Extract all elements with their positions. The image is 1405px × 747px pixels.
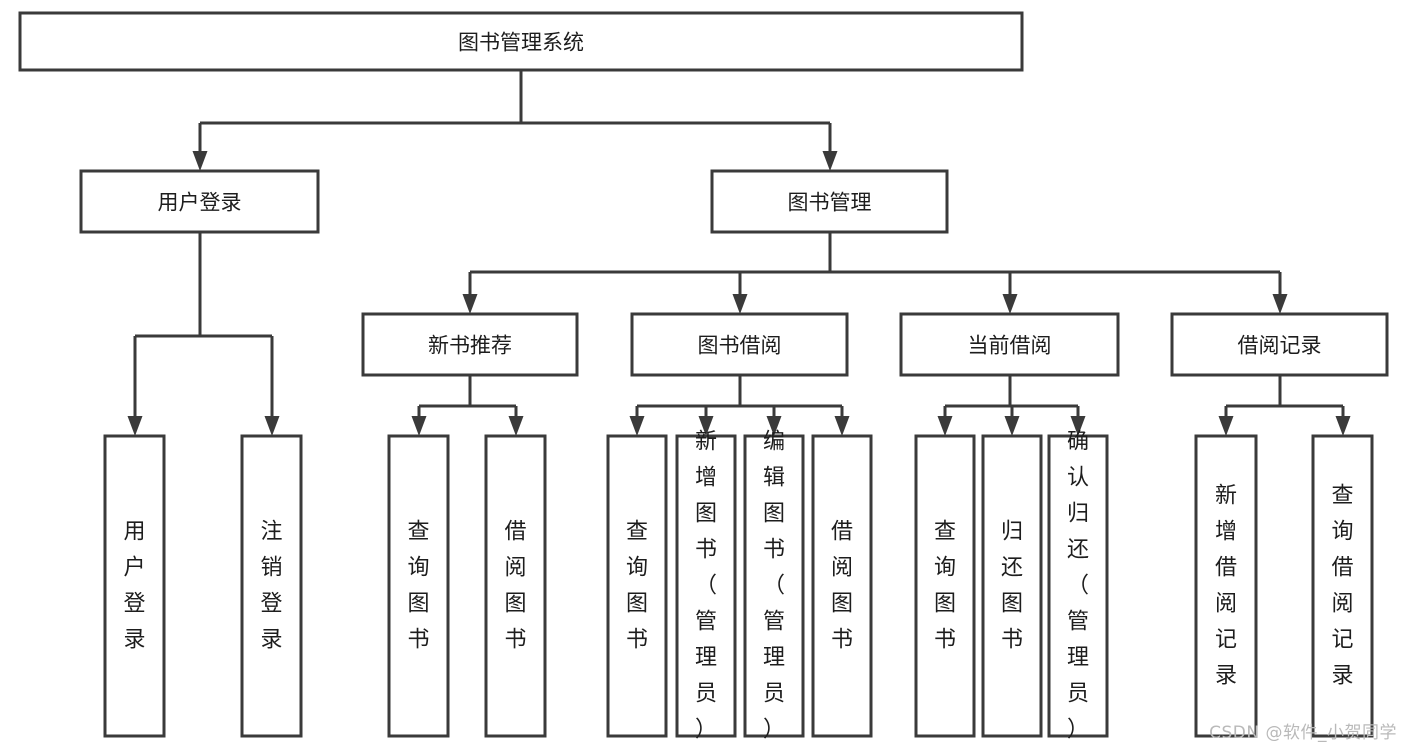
node-leaf-borrow-book-1[interactable]: 借阅图书 [484, 434, 547, 738]
node-box [387, 434, 450, 738]
arrow-head-icon [1218, 416, 1234, 436]
node-box [79, 169, 320, 234]
node-leaf-user-login[interactable]: 用户登录 [103, 434, 166, 738]
node-box [1311, 434, 1374, 738]
node-label: 借阅图书 [504, 520, 526, 653]
connector-group-book-management [462, 232, 1288, 314]
node-box [811, 434, 873, 738]
node-current-borrow[interactable]: 当前借阅 [899, 312, 1120, 377]
arrow-head-icon [264, 416, 280, 436]
arrow-head-icon [1002, 294, 1018, 314]
node-box [675, 434, 737, 738]
arrow-head-icon [192, 151, 208, 171]
node-box [630, 312, 849, 377]
arrow-head-icon [834, 416, 850, 436]
arrow-head-icon [732, 294, 748, 314]
node-label: 新增图书（管理员） [695, 430, 717, 743]
connector-group-current-borrow [937, 375, 1086, 436]
node-label: 查询图书 [934, 520, 956, 653]
node-label: 借阅图书 [831, 520, 853, 653]
node-leaf-query-borrow-record[interactable]: 查询借阅记录 [1311, 434, 1374, 738]
node-box [18, 11, 1024, 72]
node-book-management[interactable]: 图书管理 [710, 169, 949, 234]
connector-group-new-book-recommend [411, 375, 524, 436]
node-box [103, 434, 166, 738]
arrow-head-icon [1335, 416, 1351, 436]
node-leaf-query-book-2[interactable]: 查询图书 [606, 434, 668, 738]
node-label: 新增借阅记录 [1215, 484, 1237, 689]
arrow-head-icon [937, 416, 953, 436]
node-box [484, 434, 547, 738]
node-box [361, 312, 579, 377]
node-layer: 图书管理系统用户登录图书管理新书推荐图书借阅当前借阅借阅记录用户登录注销登录查询… [18, 11, 1389, 743]
node-label: 查询图书 [626, 520, 648, 653]
arrow-head-icon [127, 416, 143, 436]
node-box [240, 434, 303, 738]
connector-group-borrow-record [1218, 375, 1351, 436]
node-box [899, 312, 1120, 377]
node-box [1170, 312, 1389, 377]
arrow-head-icon [1070, 416, 1086, 436]
connector-layer [127, 70, 1351, 436]
node-leaf-query-book-1[interactable]: 查询图书 [387, 434, 450, 738]
node-box [1047, 434, 1109, 738]
arrow-head-icon [822, 151, 838, 171]
node-leaf-borrow-book-2[interactable]: 借阅图书 [811, 434, 873, 738]
node-leaf-add-borrow-record[interactable]: 新增借阅记录 [1194, 434, 1258, 738]
arrow-head-icon [462, 294, 478, 314]
node-label: 注销登录 [260, 520, 282, 653]
node-label: 图书管理系统 [458, 31, 584, 55]
watermark: CSDN @软件_小贺同学 [1209, 723, 1397, 743]
arrow-head-icon [1004, 416, 1020, 436]
node-book-borrow[interactable]: 图书借阅 [630, 312, 849, 377]
node-box [710, 169, 949, 234]
arrow-head-icon [766, 416, 782, 436]
node-new-book-recommend[interactable]: 新书推荐 [361, 312, 579, 377]
node-label: 借阅记录 [1238, 334, 1322, 358]
node-leaf-edit-book[interactable]: 编辑图书（管理员） [743, 430, 805, 743]
node-box [914, 434, 976, 738]
node-leaf-add-book[interactable]: 新增图书（管理员） [675, 430, 737, 743]
node-label: 归还图书 [1001, 520, 1023, 653]
node-root[interactable]: 图书管理系统 [18, 11, 1024, 72]
arrow-head-icon [1272, 294, 1288, 314]
arrow-head-icon [698, 416, 714, 436]
node-user-login[interactable]: 用户登录 [79, 169, 320, 234]
node-borrow-record[interactable]: 借阅记录 [1170, 312, 1389, 377]
node-label: 用户登录 [123, 520, 145, 653]
node-box [606, 434, 668, 738]
node-label: 确认归还（管理员） [1067, 430, 1089, 743]
node-label: 当前借阅 [968, 334, 1052, 358]
node-label: 编辑图书（管理员） [763, 430, 785, 743]
node-box [743, 434, 805, 738]
node-label: 用户登录 [158, 191, 242, 215]
arrow-head-icon [629, 416, 645, 436]
node-box [1194, 434, 1258, 738]
node-leaf-return-book[interactable]: 归还图书 [981, 434, 1043, 738]
node-leaf-user-logout[interactable]: 注销登录 [240, 434, 303, 738]
arrow-head-icon [508, 416, 524, 436]
node-label: 查询图书 [407, 520, 429, 653]
node-label: 图书管理 [788, 191, 872, 215]
connector-group-root [192, 70, 838, 171]
node-label: 查询借阅记录 [1331, 484, 1353, 689]
arrow-head-icon [411, 416, 427, 436]
node-box [981, 434, 1043, 738]
connector-group-book-borrow [629, 375, 850, 436]
node-label: 图书借阅 [698, 334, 782, 358]
node-label: 新书推荐 [428, 334, 512, 358]
connector-group-user-login [127, 232, 280, 436]
node-leaf-query-book-3[interactable]: 查询图书 [914, 434, 976, 738]
node-leaf-confirm-return[interactable]: 确认归还（管理员） [1047, 430, 1109, 743]
